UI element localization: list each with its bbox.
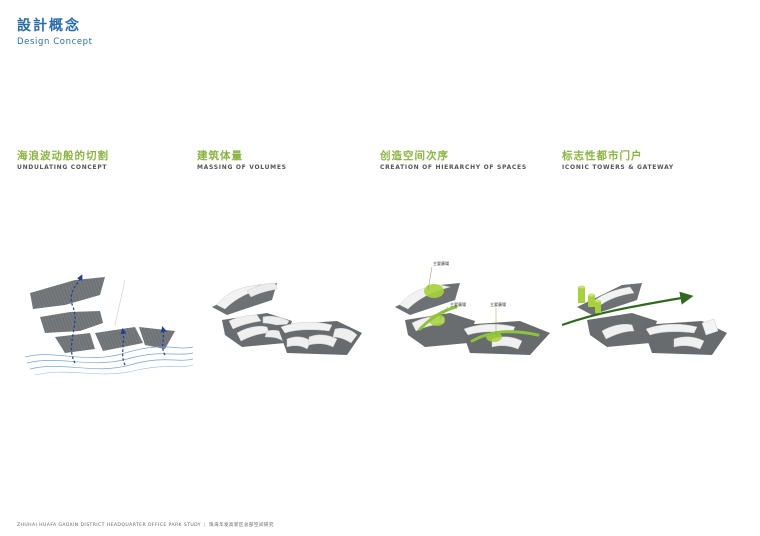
panel-title-en: ICONIC TOWERS & GATEWAY [562,164,674,171]
iconic-tower [578,287,585,303]
iconic-tower [595,301,601,313]
water-wave [24,346,194,358]
diagram-hierarchy-of-spaces: 主要廣場 主要廣場 主要廣場 [395,260,550,355]
page-subtitle: Design Concept [17,37,93,47]
building-volume [332,328,358,344]
diagram-undulating-concept [24,274,194,376]
green-corridor [418,305,458,331]
panel-heading-hierarchy: 创造空间次序 CREATION OF HIERARCHY OF SPACES [380,150,527,171]
flow-arrow [160,326,167,356]
building-volume [673,336,705,350]
panel-title-zh: 海浪波动般的切割 [17,150,109,162]
gateway-arrow [562,291,694,327]
land-parcel [30,277,105,309]
plaza-label: 主要廣場 [433,260,449,266]
land-parcel [139,327,175,349]
land-parcel [40,311,103,333]
panel-heading-massing: 建筑体量 MASSING OF VOLUMES [197,150,287,171]
building-volume [399,284,451,310]
building-volume [228,314,262,330]
panel-title-zh: 标志性都市门户 [562,150,643,162]
land-parcel [95,327,143,351]
building-volume [246,282,278,298]
panel-title-en: UNDULATING CONCEPT [17,164,108,171]
diagram-iconic-towers-gateway [562,283,727,355]
land-parcel [55,333,95,353]
building-volume [593,286,635,308]
building-volume [701,318,719,336]
page-title: 設計概念 [17,18,81,34]
panel-title-en: CREATION OF HIERARCHY OF SPACES [380,164,527,171]
footer-separator: | [204,523,206,528]
building-volume [308,334,338,348]
diagram-massing-of-volumes [212,282,362,355]
panel-heading-iconic: 标志性都市门户 ICONIC TOWERS & GATEWAY [562,150,674,171]
footer-project-title-zh: 珠海华发高新区总部空间研究 [208,523,274,528]
panel-title-zh: 创造空间次序 [380,150,449,162]
guide-line [114,279,126,326]
plaza-label: 主要廣場 [450,301,466,307]
green-corridor [470,330,540,343]
building-volume [645,324,698,336]
flow-arrow [70,274,83,364]
panel-title-en: MASSING OF VOLUMES [197,164,287,171]
panel-heading-undulating: 海浪波动般的切割 UNDULATING CONCEPT [17,150,109,171]
water-wave [29,358,194,370]
building-volume [280,322,333,334]
plaza-label: 主要廣場 [490,301,506,307]
page-header: 設計概念 Design Concept [17,18,93,47]
water-wave [26,352,194,364]
building-volume [601,324,635,340]
panel-title-zh: 建筑体量 [197,150,243,162]
footer-project-title: ZHUHAI HUAFA GAOXIN DISTRICT HEADQUARTER… [17,523,201,528]
building-volume [286,336,312,350]
page-footer: ZHUHAI HUAFA GAOXIN DISTRICT HEADQUARTER… [17,522,274,528]
plaza-highlight [424,284,444,298]
water-wave [34,364,194,376]
iconic-tower [588,295,595,307]
